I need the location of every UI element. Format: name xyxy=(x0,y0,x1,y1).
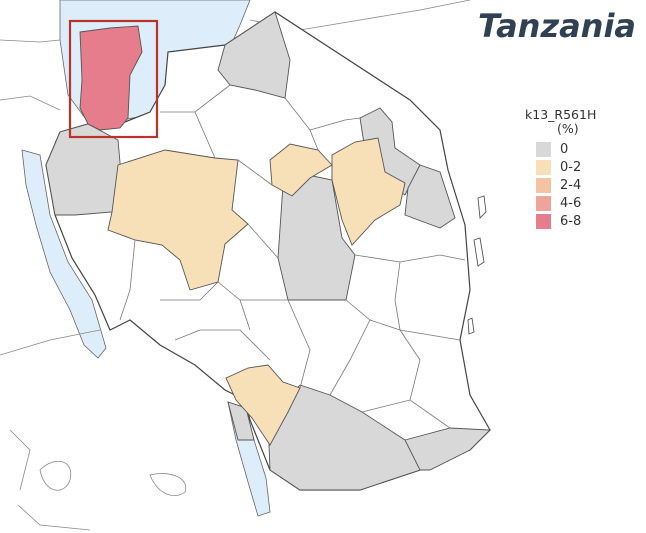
region-borders xyxy=(119,84,466,429)
regions-0-2-percent xyxy=(107,137,406,446)
islands xyxy=(467,195,487,335)
legend: k13_R561H (%) 0 0-2 2-4 4-6 6-8 xyxy=(525,108,645,230)
legend-unit: (%) xyxy=(557,121,579,136)
legend-swatch xyxy=(536,141,551,157)
legend-item: 0 xyxy=(536,140,645,158)
legend-label: 0-2 xyxy=(560,159,582,175)
legend-item: 4-6 xyxy=(536,194,645,212)
legend-label: 4-6 xyxy=(560,195,582,211)
legend-item: 0-2 xyxy=(536,158,645,176)
legend-swatch xyxy=(536,159,551,175)
highlight-box xyxy=(68,19,159,139)
regions-0-percent xyxy=(45,11,492,491)
region-orange-north-b xyxy=(331,137,406,246)
pemba-island xyxy=(477,195,487,219)
legend-swatch xyxy=(536,177,551,193)
legend-item: 2-4 xyxy=(536,176,645,194)
legend-items: 0 0-2 2-4 4-6 6-8 xyxy=(525,140,645,230)
zanzibar-island xyxy=(473,237,485,267)
region-grey-southwest-lake xyxy=(227,401,255,441)
legend-title: k13_R561H xyxy=(525,107,597,122)
legend-label: 0 xyxy=(560,141,569,157)
legend-swatch xyxy=(536,195,551,211)
region-grey-northeast-top xyxy=(217,11,291,99)
region-grey-east-coast xyxy=(404,164,456,229)
region-orange-south-central xyxy=(225,364,301,446)
region-orange-north-a xyxy=(269,143,333,197)
lake-tanganyika xyxy=(21,149,107,359)
region-pink-kagera xyxy=(79,25,143,131)
legend-item: 6-8 xyxy=(536,212,645,230)
legend-swatch xyxy=(536,213,551,229)
mafia-island xyxy=(467,317,475,335)
legend-label: 6-8 xyxy=(560,213,582,229)
legend-label: 2-4 xyxy=(560,177,582,193)
map-title: Tanzania xyxy=(474,6,638,48)
